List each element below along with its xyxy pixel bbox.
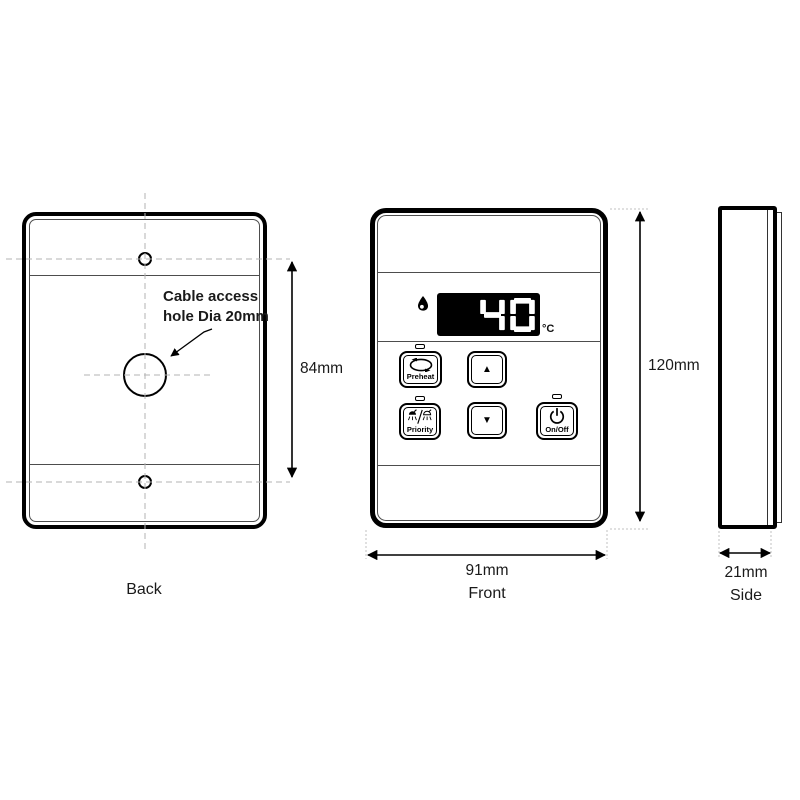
priority-button: Priority [399, 403, 441, 440]
onoff-led-indicator [552, 394, 562, 399]
priority-led-indicator [415, 396, 425, 401]
display-band: °C [378, 273, 600, 342]
temp-down-button: ▼ [467, 402, 507, 439]
back-height-dimension-label: 84mm [300, 360, 344, 377]
preheat-button: Preheat [399, 351, 442, 388]
side-depth-dimension-label: 21mm [724, 564, 768, 581]
back-bottom-band [30, 464, 259, 521]
back-top-band [30, 220, 259, 276]
temp-up-button: ▲ [467, 351, 507, 388]
front-width-dimension-label: 91mm [465, 562, 509, 579]
flame-icon [418, 296, 428, 311]
back-top-screw-hole [138, 252, 152, 266]
buttons-band: Preheat ▲ [378, 342, 600, 466]
front-top-band [378, 216, 600, 273]
down-arrow-icon: ▼ [482, 414, 492, 426]
side-view-seam-line [767, 210, 768, 525]
front-height-dimension-label: 120mm [648, 357, 700, 374]
up-arrow-icon: ▲ [482, 363, 492, 375]
annotation-line-2: hole Dia 20mm [163, 307, 269, 325]
front-view-panel: °C Preheat [370, 208, 608, 528]
preheat-led-indicator [415, 344, 425, 349]
priority-shower-icon [408, 409, 432, 425]
display-digits [475, 297, 535, 332]
onoff-button: On/Off [536, 402, 578, 440]
back-view-panel [22, 212, 267, 529]
preheat-button-label: Preheat [406, 372, 435, 382]
preheat-cycle-icon [409, 358, 432, 373]
side-view-label: Side [729, 587, 763, 604]
cable-hole-annotation: Cable access hole Dia 20mm [163, 287, 283, 327]
side-view-body [718, 206, 777, 529]
display-unit: °C [542, 323, 555, 335]
temperature-display [437, 293, 540, 336]
front-view-faceplate: °C Preheat [377, 215, 601, 521]
power-icon [549, 408, 565, 425]
cable-access-hole [123, 353, 167, 397]
onoff-button-label: On/Off [545, 425, 569, 435]
annotation-line-1: Cable access [163, 288, 259, 305]
back-view-inner-plate [29, 219, 260, 522]
back-bottom-screw-hole [138, 475, 152, 489]
front-view-label: Front [468, 585, 506, 602]
priority-button-label: Priority [406, 425, 434, 435]
back-view-label: Back [126, 581, 162, 598]
